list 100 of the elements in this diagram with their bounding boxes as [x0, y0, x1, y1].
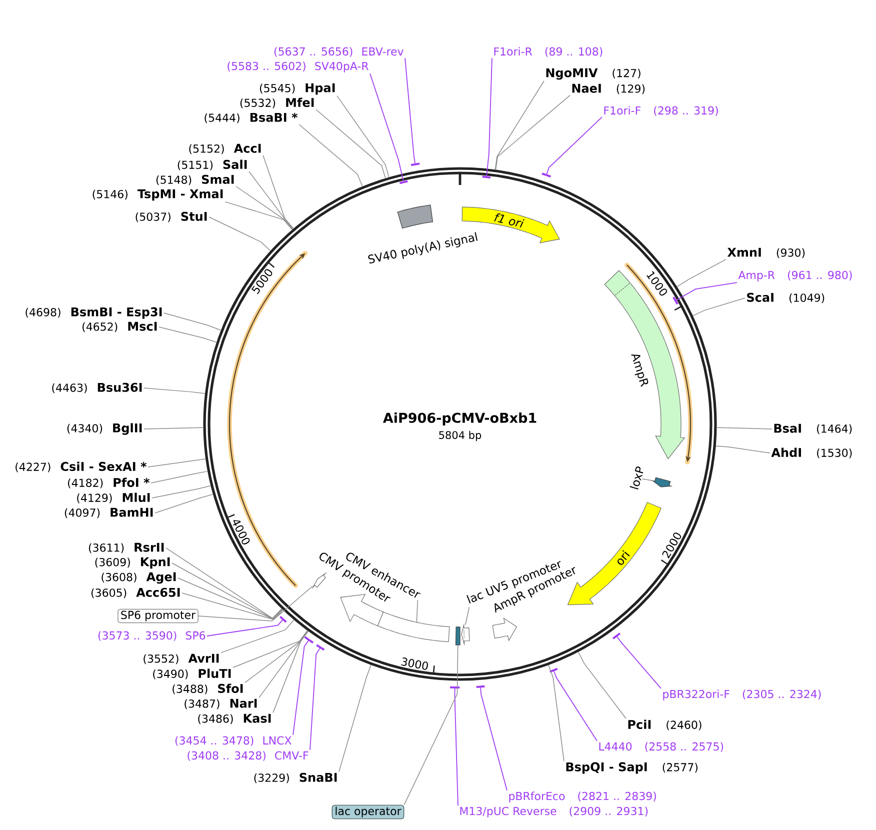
leader-line [224, 201, 292, 230]
leader-line [310, 648, 320, 750]
primer-label: F1ori-R (89 .. 108) [494, 47, 602, 57]
feature-band [311, 572, 328, 590]
cut-site-label: NgoMIV (127) [546, 68, 640, 80]
cut-site-label: BsaI (1464) [774, 424, 852, 434]
cut-site-label: (3605) Acc65I [92, 588, 180, 598]
leader-line [158, 326, 217, 343]
primer-label: (3573 .. 3590) SP6 [98, 631, 206, 641]
leader-line [272, 630, 309, 714]
primer-label: L4440 (2558 .. 2575) [599, 742, 724, 752]
cut-site-label: (4129) MluI [77, 492, 150, 504]
cut-site-label: (5532) MfeI [240, 98, 314, 108]
cut-site-label: (5037) StuI [136, 212, 207, 222]
leader-line [716, 427, 772, 430]
leader-line [642, 478, 653, 482]
cut-site-label: (3611) RsrII [88, 542, 164, 554]
leader-line [480, 687, 508, 791]
leader-line [486, 58, 492, 177]
primer-label: M13/pUC Reverse (2909 .. 2931) [460, 806, 648, 818]
leader-line [404, 644, 458, 806]
leader-line [236, 186, 293, 230]
feature-label: AmpR [631, 354, 648, 387]
cut-site-label: (3488) SfoI [172, 684, 243, 694]
cut-site-label: BspQI - SapI (2577) [566, 762, 698, 774]
leader-line [178, 578, 283, 620]
leader-line [208, 216, 271, 251]
plasmid-name: AiP906-pCMV-oBxb1 [383, 412, 536, 426]
leader-line [248, 171, 294, 229]
leader-line [692, 298, 746, 316]
cut-site-label: (3490) PluTI [153, 668, 231, 680]
leader-line [152, 485, 211, 498]
feature-tag: SP6 promoter [118, 608, 198, 624]
leader-line [144, 388, 206, 394]
cut-site-label: (4698) BsmBI - Esp3I [26, 307, 162, 319]
leader-line [144, 427, 204, 430]
leader-line [182, 592, 284, 620]
length-label: 5804 bp [439, 430, 482, 442]
leader-line [676, 282, 738, 301]
cut-site-label: (5148) SmaI [156, 174, 234, 186]
leader-line [154, 494, 214, 514]
cut-site-label: XmnI (930) [727, 248, 805, 258]
leader-line [370, 73, 404, 182]
feature-label: loxP [630, 466, 644, 490]
leader-line [548, 664, 564, 762]
leader-line [546, 116, 602, 175]
primer-label: Amp-R (961 .. 980) [738, 270, 852, 282]
scale-label: 3000 [401, 658, 428, 670]
cut-site-label: PciI (2460) [628, 720, 702, 730]
primer-label: F1ori-F (298 .. 319) [604, 106, 718, 116]
cut-site-label: (5151) SalI [178, 160, 247, 170]
feature-band [651, 477, 673, 488]
cut-site-label: AhdI (1530) [771, 448, 852, 458]
primer-label: (5583 .. 5602) SV40pA-R [228, 62, 368, 72]
leader-line [164, 312, 222, 331]
leader-line [166, 548, 282, 619]
leader-line [220, 620, 294, 654]
leader-line [404, 58, 416, 164]
cut-site-label: (3229) SnaBI [254, 772, 337, 784]
feature-tag: lac operator [332, 804, 404, 820]
feature-band [461, 622, 470, 646]
scale-label: 4000 [233, 520, 250, 544]
cut-site-label: (3487) NarI [184, 698, 257, 710]
feature-bar [455, 626, 460, 646]
leader-line [298, 124, 363, 187]
cut-site-label: (5152) AccI [189, 144, 261, 154]
leader-line [232, 630, 308, 668]
primer-label: pBR322ori-F (2305 .. 2324) [663, 690, 821, 700]
leader-line [148, 458, 206, 468]
leader-line [336, 95, 390, 178]
cut-site-label: (4097) BamHI [64, 508, 153, 518]
primer-label: (3454 .. 3478) LNCX [175, 736, 292, 746]
leader-line [316, 109, 386, 178]
leader-line [578, 652, 626, 719]
leader-line [198, 586, 313, 622]
cut-site-label: (5444) BsaBI * [204, 112, 298, 124]
cut-site-label: (3486) KasI [198, 714, 271, 724]
leader-line [716, 446, 770, 454]
cut-site-label: (5545) HpaI [260, 83, 335, 95]
cut-site-label: (4340) BglII [67, 423, 142, 435]
cut-site-label: NaeI (129) [572, 84, 645, 94]
leader-line [465, 606, 470, 626]
cut-site-label: (3608) AgeI [102, 572, 176, 584]
leader-line [244, 630, 308, 683]
cut-site-label: (4227) CsiI - SexAI * [16, 462, 147, 472]
leader-line [150, 470, 208, 484]
primer-label: pBRforEco (2821 .. 2839) [509, 792, 656, 802]
leader-line [616, 636, 662, 689]
cut-site-label: (4182) PfoI * [68, 478, 150, 488]
leader-line [494, 80, 544, 170]
leader-line [292, 640, 309, 736]
primer-label: (3408 .. 3428) CMV-F [188, 751, 308, 761]
cut-site-label: (4652) MscI [82, 322, 157, 332]
leader-line [338, 664, 372, 772]
leader-line [454, 688, 458, 806]
leader-line [258, 630, 308, 698]
cut-site-label: (3552) AvrII [144, 654, 219, 664]
cut-site-label: (3609) KpnI [95, 557, 170, 569]
leader-line [554, 670, 598, 742]
cut-site-label: ScaI (1049) [747, 292, 824, 304]
